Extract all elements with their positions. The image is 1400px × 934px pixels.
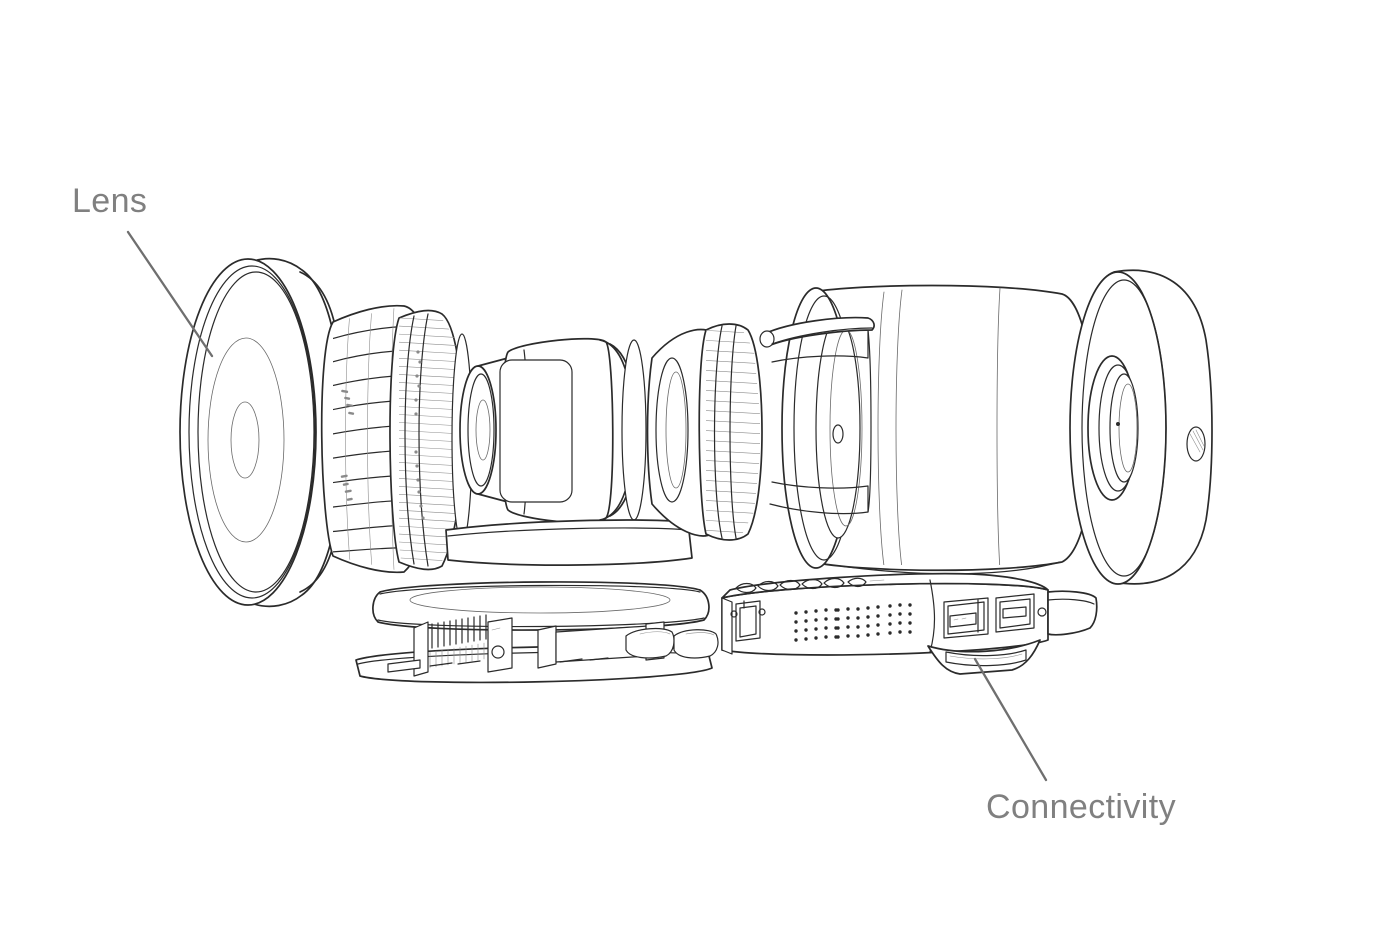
sd-card-slot bbox=[927, 639, 1041, 675]
ethernet-port bbox=[730, 600, 766, 642]
callout-label-lens: Lens bbox=[72, 182, 148, 220]
focus-scale-engraving bbox=[340, 389, 355, 501]
aperture-scale-engraving bbox=[414, 350, 425, 520]
front-lens-element bbox=[179, 257, 343, 608]
leader-line-lens bbox=[126, 230, 214, 358]
camera-body-cylinder bbox=[769, 284, 1095, 575]
top-mounting-rail bbox=[759, 316, 875, 348]
rear-end-cap bbox=[1069, 269, 1213, 585]
mid-optics-group bbox=[445, 337, 693, 566]
usb-port-right bbox=[995, 593, 1035, 633]
top-pin-cluster bbox=[735, 577, 885, 594]
sensor-board bbox=[355, 581, 719, 684]
usb-port-left bbox=[943, 597, 989, 639]
rear-lens-mount-ring bbox=[646, 323, 763, 541]
vent-grid bbox=[794, 603, 912, 642]
connectivity-module bbox=[721, 572, 1098, 675]
callout-label-connectivity: Connectivity bbox=[986, 788, 1176, 826]
leader-line-connectivity bbox=[973, 657, 1048, 782]
